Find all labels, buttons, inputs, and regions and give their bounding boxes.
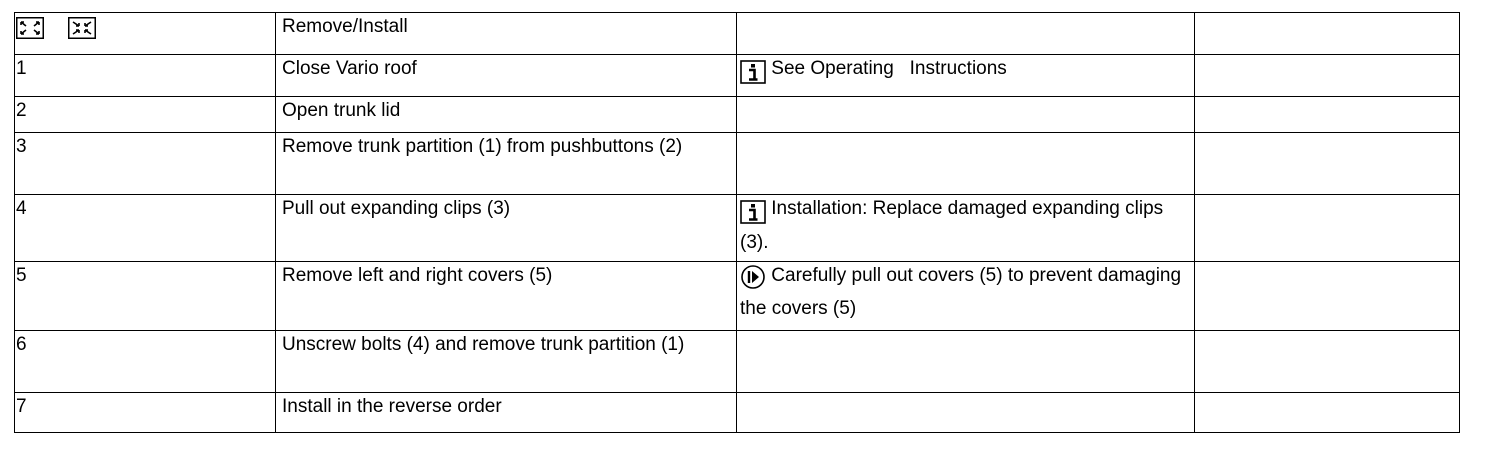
header-notes-cell bbox=[736, 12, 1195, 55]
step-extra bbox=[1194, 392, 1460, 433]
install-icon bbox=[68, 17, 96, 46]
step-extra bbox=[1194, 54, 1460, 97]
table-row: 3 Remove trunk partition (1) from pushbu… bbox=[14, 132, 1460, 195]
step-note-cell: See Operating Instructions bbox=[736, 54, 1195, 97]
header-extra-cell bbox=[1194, 12, 1460, 55]
step-number: 7 bbox=[14, 392, 276, 433]
step-action: Open trunk lid bbox=[275, 96, 737, 133]
step-action: Unscrew bolts (4) and remove trunk parti… bbox=[275, 330, 737, 393]
caution-icon bbox=[740, 264, 766, 297]
step-note-cell bbox=[736, 96, 1195, 133]
step-note: See Operating Instructions bbox=[771, 58, 1007, 79]
table-row: 2 Open trunk lid bbox=[14, 96, 1460, 133]
step-action: Install in the reverse order bbox=[275, 392, 737, 433]
step-extra bbox=[1194, 194, 1460, 262]
step-extra bbox=[1194, 261, 1460, 331]
remove-icon bbox=[16, 17, 44, 46]
table-row: 1 Close Vario roof See Operating Instruc… bbox=[14, 54, 1460, 97]
table-row: 5 Remove left and right covers (5) Caref… bbox=[14, 261, 1460, 331]
step-number: 1 bbox=[14, 54, 276, 97]
step-action: Close Vario roof bbox=[275, 54, 737, 97]
step-extra bbox=[1194, 96, 1460, 133]
step-number: 6 bbox=[14, 330, 276, 393]
step-note-cell: Carefully pull out covers (5) to prevent… bbox=[736, 261, 1195, 331]
table-row: 7 Install in the reverse order bbox=[14, 392, 1460, 433]
table-row: 4 Pull out expanding clips (3) Installat… bbox=[14, 194, 1460, 262]
header-title-cell: Remove/Install bbox=[275, 12, 737, 55]
step-action: Pull out expanding clips (3) bbox=[275, 194, 737, 262]
step-action: Remove left and right covers (5) bbox=[275, 261, 737, 331]
step-number: 4 bbox=[14, 194, 276, 262]
info-icon bbox=[740, 200, 766, 231]
step-number: 3 bbox=[14, 132, 276, 195]
step-action: Remove trunk partition (1) from pushbutt… bbox=[275, 132, 737, 195]
info-icon bbox=[740, 60, 766, 91]
step-note-cell bbox=[736, 392, 1195, 433]
step-note: Installation: Replace damaged expanding … bbox=[740, 198, 1164, 253]
header-icons-cell bbox=[14, 12, 276, 55]
procedure-table: Remove/Install 1 Close Vario roof See Op… bbox=[14, 12, 1460, 433]
step-number: 2 bbox=[14, 96, 276, 133]
step-number: 5 bbox=[14, 261, 276, 331]
step-note-cell: Installation: Replace damaged expanding … bbox=[736, 194, 1195, 262]
header-title: Remove/Install bbox=[282, 16, 408, 37]
step-extra bbox=[1194, 330, 1460, 393]
step-note-cell bbox=[736, 132, 1195, 195]
step-note-cell bbox=[736, 330, 1195, 393]
step-extra bbox=[1194, 132, 1460, 195]
table-row: 6 Unscrew bolts (4) and remove trunk par… bbox=[14, 330, 1460, 393]
step-note: Carefully pull out covers (5) to prevent… bbox=[740, 265, 1182, 319]
header-row: Remove/Install bbox=[14, 12, 1460, 55]
